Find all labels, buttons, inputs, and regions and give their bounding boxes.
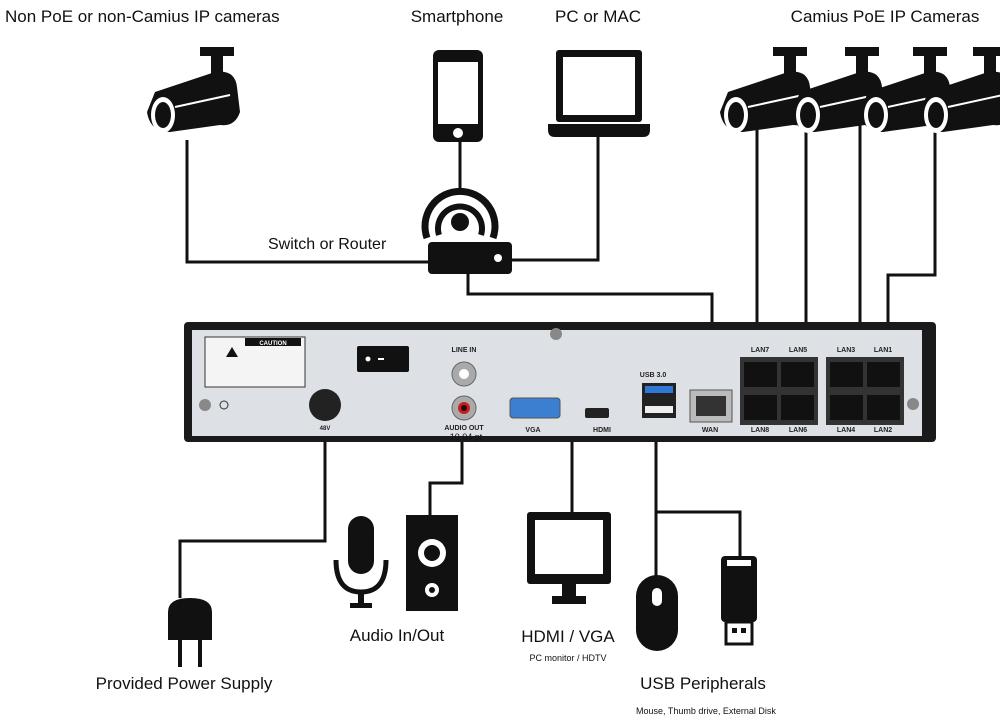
vga-port: [509, 397, 561, 419]
lan1-label: LAN1: [874, 347, 892, 354]
line-in-label: LINE IN: [452, 347, 477, 354]
non-poe-camera-icon: [146, 46, 241, 134]
lan3-label: LAN3: [837, 347, 855, 354]
power-port: [309, 389, 341, 421]
caution-label: CAUTION: [259, 341, 286, 347]
smartphone-icon: [433, 50, 483, 142]
lan5-label: LAN5: [789, 347, 807, 354]
lan7-label: LAN7: [751, 347, 769, 354]
smartphone-label: Smartphone: [411, 7, 504, 26]
lan6-label: LAN6: [789, 427, 807, 434]
wan-label: WAN: [702, 427, 718, 434]
nvr-back-panel: CAUTION 48V LINE IN AUDIO OUT 10.04 pt V…: [184, 322, 936, 442]
pc-label: PC or MAC: [555, 7, 641, 26]
lan8-label: LAN8: [751, 427, 769, 434]
audio-out-label: AUDIO OUT: [444, 425, 484, 432]
display-label: HDMI / VGA: [521, 627, 615, 646]
usb-peripherals-label: USB Peripherals: [640, 674, 766, 693]
screw-icon: [550, 328, 562, 340]
usb-label: USB 3.0: [640, 372, 667, 379]
hdmi-port: [585, 408, 609, 418]
screw-icon: [907, 398, 919, 410]
audio-label: Audio In/Out: [350, 626, 445, 645]
power-label: Provided Power Supply: [96, 674, 273, 693]
router-icon: [421, 187, 512, 274]
power-plug-icon: [168, 598, 212, 667]
lan4-label: LAN4: [837, 427, 855, 434]
laptop-icon: [548, 50, 650, 137]
display-sublabel: PC monitor / HDTV: [529, 653, 606, 663]
thumb-drive-icon: [721, 556, 757, 646]
vga-label: VGA: [525, 427, 540, 434]
warning-icon: [226, 347, 238, 357]
power-rating: 48V: [320, 426, 331, 432]
screw-icon: [199, 399, 211, 411]
ground-icon: [219, 400, 229, 410]
mouse-icon: [636, 575, 678, 651]
microphone-icon: [333, 516, 389, 608]
non-poe-cameras-label: Non PoE or non-Camius IP cameras: [5, 7, 280, 26]
hdmi-label: HDMI: [593, 427, 611, 434]
usb-peripherals-sublabel: Mouse, Thumb drive, External Disk: [636, 706, 776, 716]
lan2-label: LAN2: [874, 427, 892, 434]
speaker-icon: [406, 515, 458, 611]
monitor-icon: [527, 512, 611, 604]
poe-camera-icons: [719, 46, 1000, 134]
audio-note: 10.04 pt: [450, 432, 483, 442]
poe-cameras-label: Camius PoE IP Cameras: [791, 7, 980, 26]
router-label: Switch or Router: [268, 236, 387, 253]
